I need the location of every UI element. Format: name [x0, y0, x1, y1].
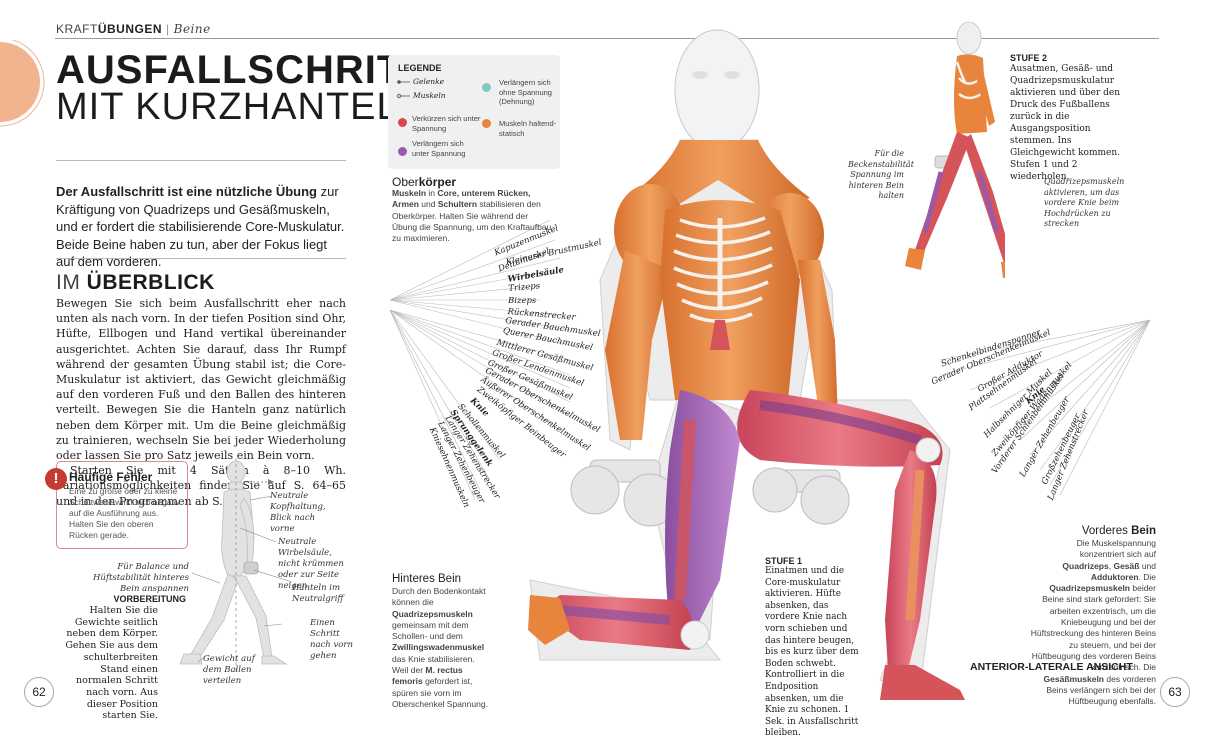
front-leg-text: Die Muskelspannung konzentriert sich auf… — [1030, 538, 1156, 707]
intro-text: Der Ausfallschritt ist eine nützliche Üb… — [56, 183, 346, 271]
upper-body-t1: in — [426, 188, 438, 198]
upper-body-b1: Muskeln — [392, 188, 427, 198]
upper-body-title-bold: körper — [418, 175, 457, 189]
legend-static: Muskeln haltend-statisch — [499, 119, 557, 138]
page-subtitle: MIT KURZHANTELN — [56, 86, 428, 128]
legend-lengthen-no: Verlängern sich ohne Spannung (Dehnung) — [499, 78, 552, 106]
front-leg-b3: Adduktoren — [1090, 571, 1139, 582]
front-leg-b5: Gesäßmuskeln — [1043, 673, 1105, 684]
mistakes-text: Eine zu große oder zu kleine Schrittweit… — [69, 486, 181, 540]
mistakes-box — [56, 461, 188, 549]
stage2-note-right: Quadrizepsmuskeln aktivieren, um das vor… — [1044, 177, 1125, 228]
back-leg-b1: Quadrizepsmuskeln — [392, 608, 473, 619]
header-rule — [55, 38, 1159, 39]
view-label: ANTERIOR-LATERALE ANSICHT — [970, 661, 1133, 673]
divider — [56, 258, 346, 259]
note-dumbbells: Hanteln im Neutralgriff — [292, 583, 344, 604]
legend-dot-shorten — [398, 118, 407, 127]
back-leg-t2: gemeinsam mit dem Schollen- und dem — [392, 619, 469, 642]
overview-paragraph-2: Starten Sie mit 4 Sätzen à 8–10 Wh. Vari… — [56, 464, 346, 508]
page-number-right: 63 — [1160, 677, 1190, 707]
upper-body-t2: und — [418, 199, 438, 210]
back-leg-b3: M. rectus femoris — [392, 665, 463, 687]
legend — [388, 55, 560, 169]
front-leg-t5: beider Beine sind stark gefordert: Sie a… — [1030, 583, 1156, 673]
note-step: Einen Schritt nach vorn gehen — [310, 618, 353, 661]
front-leg-t4: . Die — [1138, 571, 1156, 582]
stage2-text: Ausatmen, Gesäß- und Quadrizepsmuskulatu… — [1010, 64, 1121, 182]
stage2-note-left: Für die Beckenstabilität Spannung im hin… — [848, 149, 914, 200]
front-leg-t2: , — [1108, 560, 1114, 571]
note-head: Neutrale Kopfhaltung, Blick nach vorne — [270, 491, 326, 534]
crumb-subsection: Beine — [173, 22, 211, 36]
back-leg-t3: das Knie stabilisieren. Weil der — [392, 653, 475, 676]
muscle-label-left: Bizeps — [508, 296, 537, 306]
overview-heading-bold: ÜBERBLICK — [86, 271, 215, 294]
back-leg-text: Durch den Bodenkontakt können die Quadri… — [392, 586, 492, 710]
note-weight: Gewicht auf dem Ballen verteilen — [203, 654, 255, 686]
legend-title: LEGENDE — [398, 63, 442, 73]
breadcrumb: KRAFTÜBUNGEN|Beine — [56, 22, 211, 36]
front-leg-t6: des vorderen Beins verlängern sich bei d… — [1046, 673, 1156, 707]
front-leg-b4: Quadrizepsmuskeln — [1049, 583, 1130, 594]
overview-heading-light: IM — [56, 271, 81, 294]
warning-icon: ! — [45, 468, 67, 490]
stage1-text: Einatmen und die Core-muskulatur aktivie… — [765, 566, 859, 739]
legend-joints: Gelenke — [413, 77, 445, 86]
mistakes-title: Häufige Fehler — [69, 470, 153, 484]
preparation-figure — [179, 458, 293, 672]
legend-dot-lengthen — [398, 147, 407, 156]
note-balance: Für Balance und Hüftstabilität hinteres … — [92, 562, 189, 594]
stage1-title: STUFE 1 — [765, 556, 803, 566]
legend-lengthen: Verlängern sich unter Spannung — [412, 139, 466, 158]
intro-rest: zur Kräftigung von Quadrizeps und Gesäßm… — [56, 184, 345, 269]
front-leg-b2: Gesäß — [1113, 560, 1140, 571]
legend-shorten: Verkürzen sich unter Spannung — [412, 114, 481, 133]
preparation-text: Halten Sie die Gewichte seitlich neben d… — [65, 605, 158, 722]
legend-line-icons — [396, 80, 410, 99]
crumb-section-light: KRAFT — [56, 22, 98, 36]
note-spine: Neutrale Wirbelsäule, nicht krümmen oder… — [278, 537, 344, 591]
front-leg-t3: und — [1139, 560, 1156, 571]
upper-body-b2: Core, unterem Rücken, Armen — [392, 188, 531, 210]
page-number-left: 62 — [24, 677, 54, 707]
legend-dot-lengthen-no — [482, 83, 491, 92]
crumb-section-bold: ÜBUNGEN — [97, 22, 163, 36]
main-anatomy-figure — [528, 29, 965, 700]
front-leg-title-light: Vorderes — [1081, 525, 1132, 537]
upper-body-title: Oberkörper — [392, 175, 456, 189]
front-leg-title-bold: Bein — [1131, 525, 1156, 537]
back-leg-t4: gefordert ist, spüren sie vorn im Obersc… — [392, 676, 488, 709]
upper-body-b3: Schultern — [437, 199, 478, 210]
legend-muscles: Muskeln — [413, 91, 446, 100]
front-leg-b1: Quadrizeps — [1062, 560, 1109, 571]
back-leg-t1: Durch den Bodenkontakt können die — [392, 586, 486, 608]
label-leader-lines — [389, 219, 1151, 501]
front-leg-t1: Die Muskelspannung konzentriert sich auf — [1076, 538, 1156, 560]
stage2-figure — [905, 22, 1005, 278]
back-leg-title: Hinteres Bein — [392, 573, 462, 585]
stage2-title: STUFE 2 — [1010, 53, 1048, 63]
legend-dot-static — [482, 119, 491, 128]
front-leg-title: Vorderes Bein — [1030, 525, 1156, 537]
page-title: AUSFALLSCHRITT — [56, 48, 428, 92]
overview-paragraph: Bewegen Sie sich beim Ausfallschritt ehe… — [56, 297, 346, 463]
preparation-title: VORBEREITUNG — [113, 594, 186, 604]
intro-bold: Der Ausfallschritt ist eine nützliche Üb… — [56, 184, 317, 199]
divider — [56, 160, 346, 161]
upper-body-text: Muskeln in Core, unterem Rücken, Armen u… — [392, 188, 552, 244]
overview-heading: IM ÜBERBLICK — [56, 271, 215, 295]
corner-decoration — [0, 40, 45, 127]
upper-body-title-light: Ober — [392, 175, 419, 189]
back-leg-b2: Zwillingswadenmuskel — [392, 642, 485, 653]
upper-body-t3: stabilisieren den Oberkörper. Halten Sie… — [392, 199, 552, 244]
overview-text: Bewegen Sie sich beim Ausfallschritt ehe… — [56, 296, 346, 509]
